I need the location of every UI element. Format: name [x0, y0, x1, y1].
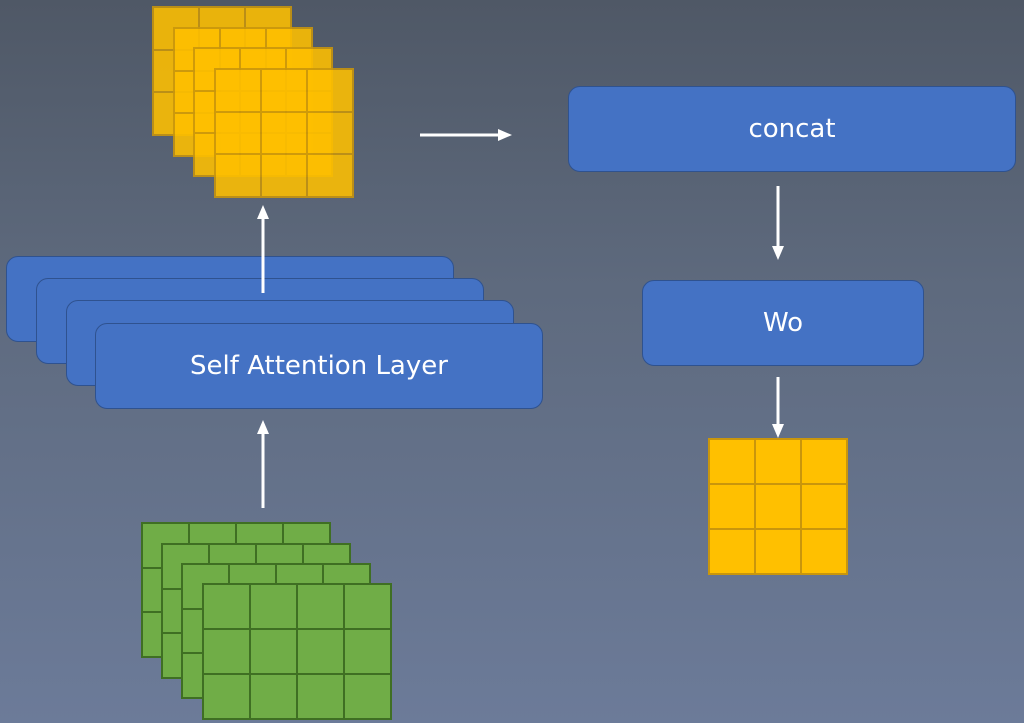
- wo-label: Wo: [762, 308, 804, 338]
- concat-label: concat: [748, 114, 836, 144]
- output-matrix: [708, 438, 848, 575]
- attention-output-matrix-4: [214, 68, 354, 198]
- arrow-up-attention-to-outputs: [257, 205, 269, 293]
- self-attention-layer-label: Self Attention Layer: [190, 351, 448, 381]
- arrow-down-concat-to-wo: [772, 186, 784, 260]
- input-matrix-4: [202, 583, 392, 720]
- arrow-down-wo-to-output: [772, 377, 784, 438]
- arrow-right-outputs-to-concat: [420, 129, 512, 141]
- arrow-up-input-to-attention: [257, 420, 269, 508]
- wo-box: Wo: [642, 280, 924, 366]
- concat-box: concat: [568, 86, 1016, 172]
- self-attention-layer-box-4: Self Attention Layer: [95, 323, 543, 409]
